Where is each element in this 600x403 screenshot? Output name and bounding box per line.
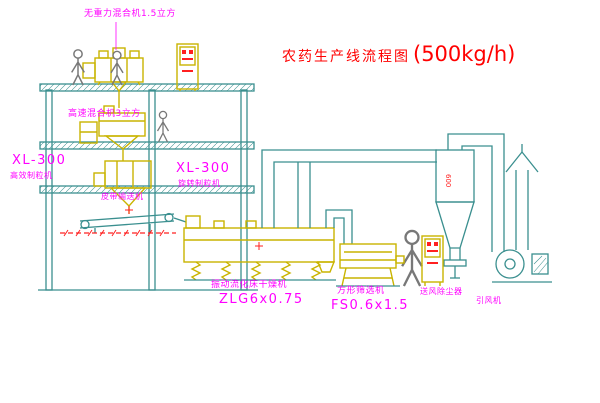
square-sieve: [325, 209, 405, 287]
label-belt-conveyor: 皮带输送机: [101, 192, 144, 201]
label-left-granulator-name: 高效制粒机: [10, 171, 53, 180]
rotary-granulator: [93, 160, 152, 214]
label-center-granulator-name: 旋转制粒机: [178, 179, 221, 188]
fluid-bed-dryer: [183, 215, 336, 281]
control-cabinet-top: [176, 43, 199, 91]
diagram-title-capacity: (500kg/h): [413, 42, 516, 66]
cyclone-separator: [435, 133, 505, 279]
building-frame: [38, 83, 258, 291]
belt-conveyor: [79, 212, 187, 233]
label-dust-blower: 送风除尘器: [420, 287, 463, 296]
exhaust-stack: [505, 144, 539, 250]
diagram-title-text: 农药生产线流程图: [282, 49, 410, 65]
ground-hatch-red: [60, 229, 176, 237]
worker-figure: [110, 50, 124, 86]
high-speed-mixer: [79, 105, 146, 161]
label-left-granulator-model: XL-300: [12, 153, 67, 168]
control-cabinet-right: [421, 235, 444, 286]
label-sieve-name: 方形筛选机: [337, 286, 385, 296]
exhaust-duct: [261, 149, 437, 228]
label-dryer-model: ZLG6x0.75: [219, 292, 304, 307]
label-sieve-model: FS0.6x1.5: [331, 298, 410, 313]
label-high-speed-mixer: 高速混合机3立方: [68, 109, 141, 119]
label-center-granulator-model: XL-300: [176, 161, 231, 176]
worker-figure: [156, 110, 170, 143]
label-cyclone-dimension: 600: [444, 174, 452, 188]
induced-draft-fan: [492, 249, 552, 283]
worker-figure: [400, 229, 424, 288]
label-top-mixer: 无重力混合机1.5立方: [84, 9, 176, 19]
label-induced-fan: 引风机: [476, 296, 502, 305]
label-dryer-name: 振动流化床干燥机: [211, 280, 288, 290]
diagram-title: 农药生产线流程图 (500kg/h): [282, 42, 515, 66]
